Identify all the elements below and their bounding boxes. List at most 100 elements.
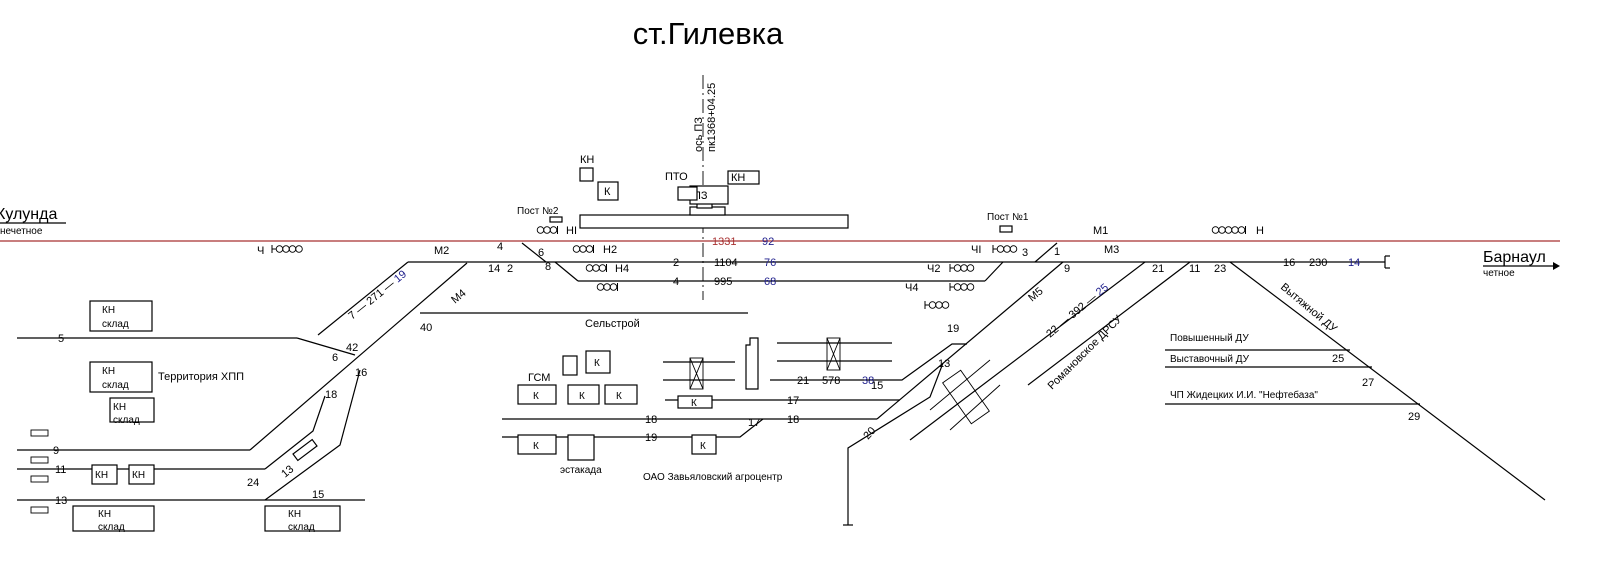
track16-length: 230	[1309, 257, 1327, 269]
svg-text:К: К	[691, 398, 697, 409]
crossing-box	[689, 357, 704, 390]
post2-label: Пост №2	[517, 206, 559, 217]
track13-num: 13	[55, 495, 67, 507]
signal-n-label: Н	[1256, 225, 1264, 237]
svg-text:склад: склад	[98, 522, 125, 533]
signal-icon	[596, 283, 618, 291]
signal-icon	[992, 245, 1018, 253]
signal-icon	[1211, 226, 1246, 234]
track19-num: 19	[645, 432, 657, 444]
k-building: К	[677, 395, 713, 409]
track-short	[929, 359, 991, 411]
svg-text:склад: склад	[113, 415, 140, 426]
kn-building: КН	[91, 464, 118, 485]
agro-label: ОАО Завьяловский агроцентр	[643, 472, 783, 483]
crossing-stubs	[30, 429, 49, 514]
svg-text:КН: КН	[95, 470, 108, 481]
gsm-building	[562, 355, 578, 376]
svg-text:К: К	[579, 391, 585, 402]
platform	[579, 214, 849, 229]
k-label: К	[604, 186, 611, 198]
signal-n2-label: Н2	[603, 244, 617, 256]
svg-text:К: К	[616, 391, 622, 402]
track18-num: 18	[787, 414, 799, 426]
crossing-box	[826, 337, 841, 371]
k-building: К	[517, 384, 557, 405]
switch-number: 14	[488, 263, 500, 275]
estakada-building	[567, 434, 595, 461]
switch-number: 40	[420, 322, 432, 334]
kn-building: КН	[128, 464, 155, 485]
switch-number: 3	[1022, 247, 1028, 259]
svg-text:склад: склад	[102, 319, 129, 330]
svg-text:К: К	[594, 358, 600, 369]
svg-text:К: К	[700, 441, 706, 452]
track9-num: 9	[53, 445, 59, 457]
track-7	[317, 261, 409, 336]
signal-n1-label: НI	[566, 225, 577, 237]
track2-useful: 76	[764, 257, 776, 269]
track11-num: 11	[55, 464, 66, 476]
track17-num: 17	[787, 395, 799, 407]
k-building	[597, 181, 619, 201]
track4-useful: 68	[764, 276, 776, 288]
track13d-num: 13	[279, 463, 296, 480]
svg-text:КН: КН	[113, 402, 126, 413]
switch-number: 27	[1362, 377, 1374, 389]
direction-left-sub: нечетное	[0, 226, 43, 237]
crossing-box	[689, 357, 704, 390]
axis-label: ось ПЗ	[693, 117, 705, 152]
crossover	[1034, 242, 1058, 263]
switch-number: 4	[497, 241, 503, 253]
track-18-lead	[876, 261, 1064, 420]
arrow-icon	[1553, 262, 1560, 270]
track4-num: 4	[673, 276, 679, 288]
switch-connector	[296, 337, 356, 356]
ramp-building	[745, 337, 759, 390]
track21-length: 578	[822, 375, 840, 387]
povyshenny-label: Повышенный ДУ	[1170, 333, 1249, 344]
switch-number: 24	[247, 477, 259, 489]
switch-connector	[554, 261, 579, 282]
k-building: К	[517, 434, 557, 455]
neftebaza-label: ЧП Жидецких И.И. "Нефтебаза"	[1170, 389, 1318, 401]
signal-ch-label: Ч	[257, 245, 264, 257]
k-building: К	[691, 434, 717, 455]
crossing-box	[826, 337, 841, 371]
track-13-lead	[264, 369, 361, 501]
track2-num: 2	[673, 257, 679, 269]
switch-connector	[984, 261, 1004, 282]
svg-text:КН: КН	[102, 305, 115, 316]
track20-num: 20	[861, 425, 878, 442]
signal-m4-label: М4	[449, 287, 468, 306]
kn-label: КН	[580, 154, 594, 166]
axis-picket: пк1368+04.25	[706, 83, 718, 152]
track2-length: 1104	[714, 257, 738, 269]
switch-numbers: 4 2 6 8 14 1 3 9 21 11 23 42 6 16 18 40 …	[247, 241, 1420, 489]
kn-building	[579, 167, 594, 182]
page-title: ст.Гилевка	[633, 16, 784, 51]
signal-icon	[949, 283, 975, 291]
kn-sklad-building: КН склад	[89, 300, 153, 332]
track7-label: 7 — 271 — 19	[346, 268, 409, 322]
signal-icon	[924, 301, 950, 309]
direction-left-name: Кулунда	[0, 206, 57, 223]
k-building: К	[567, 384, 600, 405]
svg-text:склад: склад	[288, 522, 315, 533]
switch-number: 6	[332, 352, 338, 364]
scale-icon	[292, 438, 318, 462]
track-19	[502, 418, 764, 438]
track16-num: 16	[1283, 257, 1295, 269]
track16-useful: 14	[1348, 257, 1360, 269]
switch-number: 25	[1332, 353, 1344, 365]
signal-m5-label: М5	[1026, 285, 1045, 304]
signal-n4-label: Н4	[615, 263, 629, 275]
track-20	[847, 362, 944, 525]
switch-number: 16	[355, 367, 367, 379]
track15-num: 15	[312, 489, 324, 501]
track-21	[770, 343, 967, 381]
signal-m3-label: М3	[1104, 244, 1119, 256]
